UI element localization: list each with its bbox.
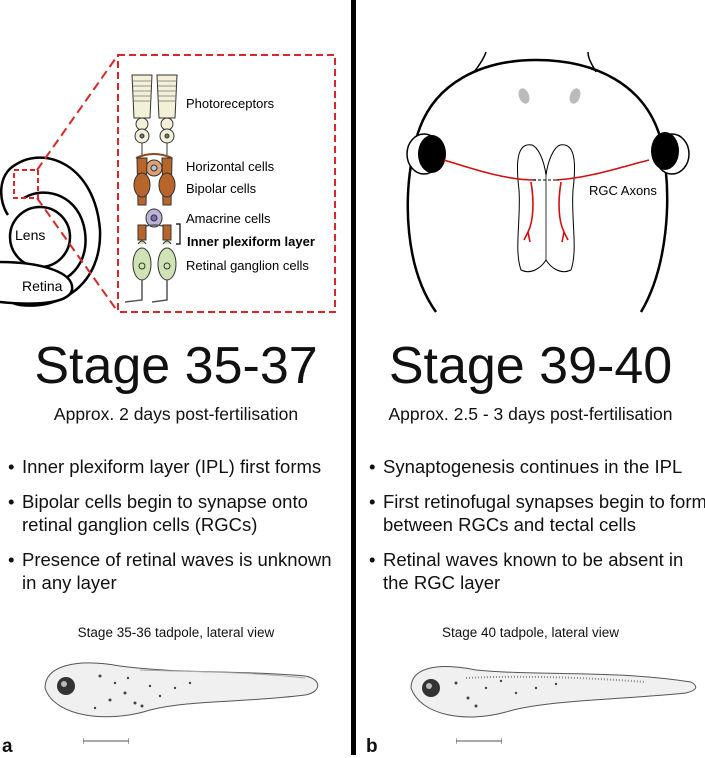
stage-title-a: Stage 35-37 (34, 337, 318, 395)
panel-letter-b: b (366, 736, 378, 757)
photoreceptor-cells (131, 74, 178, 155)
eye-left (418, 135, 446, 173)
nostril-left (518, 88, 530, 104)
horizontal-cells-label: Horizontal cells (186, 159, 275, 174)
inset-source-box (13, 169, 39, 199)
head-outline (406, 58, 669, 313)
ipl-label: Inner plexiform layer (187, 234, 315, 249)
bullet-list-a: •Inner plexiform layer (IPL) first forms… (8, 455, 348, 606)
panel-b: RGC Axons Stage 39-40 Approx. 2.5 - 3 da… (356, 0, 705, 757)
lens-label: Lens (15, 227, 45, 243)
tadpole-a-image (44, 662, 319, 718)
ipl-bracket (176, 223, 181, 245)
photoreceptors-label: Photoreceptors (186, 96, 275, 111)
bipolar-cells-label: Bipolar cells (186, 181, 257, 196)
subtitle-a: Approx. 2 days post-fertilisation (53, 404, 299, 424)
bullet-item: •Bipolar cells begin to synapse onto ret… (8, 491, 308, 535)
rgc-cells (124, 224, 177, 303)
retina-label: Retina (22, 278, 63, 294)
scale-bar-b (456, 738, 502, 744)
tadpole-caption-b: Stage 40 tadpole, lateral view (441, 625, 620, 640)
subtitle-b: Approx. 2.5 - 3 days post-fertilisation (388, 404, 673, 424)
bullet-item: •Presence of retinal waves is unknown in… (8, 549, 332, 593)
stage-title-b: Stage 39-40 (388, 337, 673, 395)
bullet-item: •Inner plexiform layer (IPL) first forms (8, 456, 322, 477)
brain-outline (516, 144, 576, 273)
bullet-item: •Synaptogenesis continues in the IPL (369, 456, 683, 477)
panel-divider (351, 0, 356, 755)
head-spike-left (473, 51, 487, 73)
rgc-axons (443, 159, 650, 243)
bullet-item: •Retinal waves known to be absent in the… (369, 549, 684, 593)
inset-box (117, 54, 336, 313)
bipolar-cells (133, 157, 176, 206)
panel-letter-a: a (2, 736, 13, 757)
eye-right (651, 132, 679, 170)
scale-bar-a (83, 738, 129, 744)
zoom-line-top (36, 54, 119, 171)
retinal-cell-column (124, 74, 181, 303)
retina-diagram: Lens Retina (0, 54, 336, 313)
rgc-axons-label: RGC Axons (589, 183, 657, 198)
retina-shape (0, 260, 74, 305)
tadpole-caption-a: Stage 35-36 tadpole, lateral view (77, 625, 275, 640)
head-diagram: RGC Axons (406, 51, 690, 313)
rgc-label: Retinal ganglion cells (186, 258, 309, 273)
nostril-right (569, 88, 581, 104)
zoom-line-bottom (36, 197, 119, 313)
panel-a: Lens Retina (0, 0, 352, 757)
bullet-item: •First retinofugal synapses begin to for… (369, 491, 705, 535)
bullet-list-b: •Synaptogenesis continues in the IPL •Fi… (369, 455, 705, 606)
amacrine-cells-label: Amacrine cells (186, 211, 271, 226)
tadpole-b-image (410, 666, 697, 718)
head-spike-right (587, 51, 597, 73)
